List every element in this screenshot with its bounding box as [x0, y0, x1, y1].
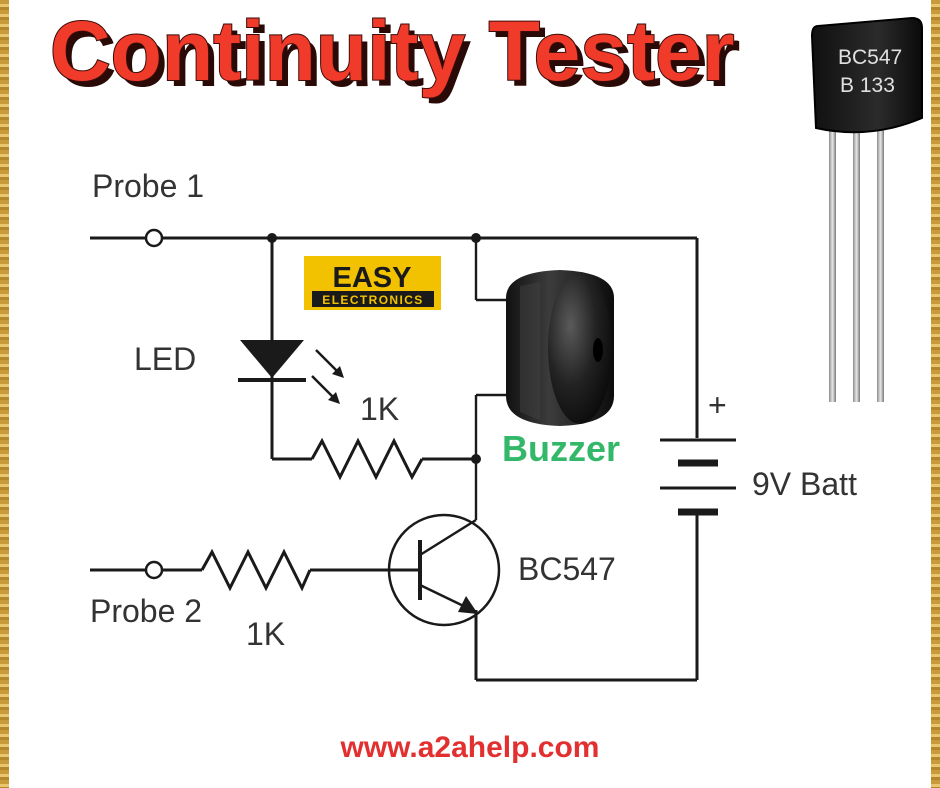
easy-electronics-logo: EASY ELECTRONICS [304, 256, 441, 310]
photo-text-line2: B 133 [840, 74, 895, 97]
label-battery: 9V Batt [752, 466, 857, 502]
probe2-terminal [144, 560, 164, 580]
transistor-symbol [387, 513, 501, 627]
label-resistor-top: 1K [360, 391, 399, 427]
label-transistor: BC547 [518, 551, 616, 587]
junction-dots [267, 233, 481, 464]
label-probe1: Probe 1 [92, 168, 204, 204]
page-title: Continuity Tester [50, 4, 734, 98]
resistor-bottom [200, 548, 312, 592]
left-gold-border [0, 0, 9, 788]
label-led: LED [134, 341, 196, 377]
buzzer-symbol [506, 270, 614, 426]
resistor-top [310, 437, 424, 481]
website-url[interactable]: www.a2ahelp.com [340, 731, 600, 764]
battery-symbol [660, 438, 736, 516]
logo-text-easy: EASY [333, 262, 412, 294]
led-symbol [238, 340, 344, 404]
logo-text-electronics: ELECTRONICS [322, 293, 423, 307]
label-buzzer: Buzzer [502, 428, 620, 469]
label-battery-plus: + [708, 387, 727, 423]
label-resistor-bottom: 1K [246, 616, 285, 652]
title-shadow: Continuity Tester [56, 10, 740, 104]
photo-text-line1: BC547 [838, 46, 902, 69]
right-gold-border [931, 0, 940, 788]
probe1-terminal [144, 228, 164, 248]
label-probe2: Probe 2 [90, 593, 202, 629]
bc547-photo: BC547 B 133 [810, 16, 923, 402]
